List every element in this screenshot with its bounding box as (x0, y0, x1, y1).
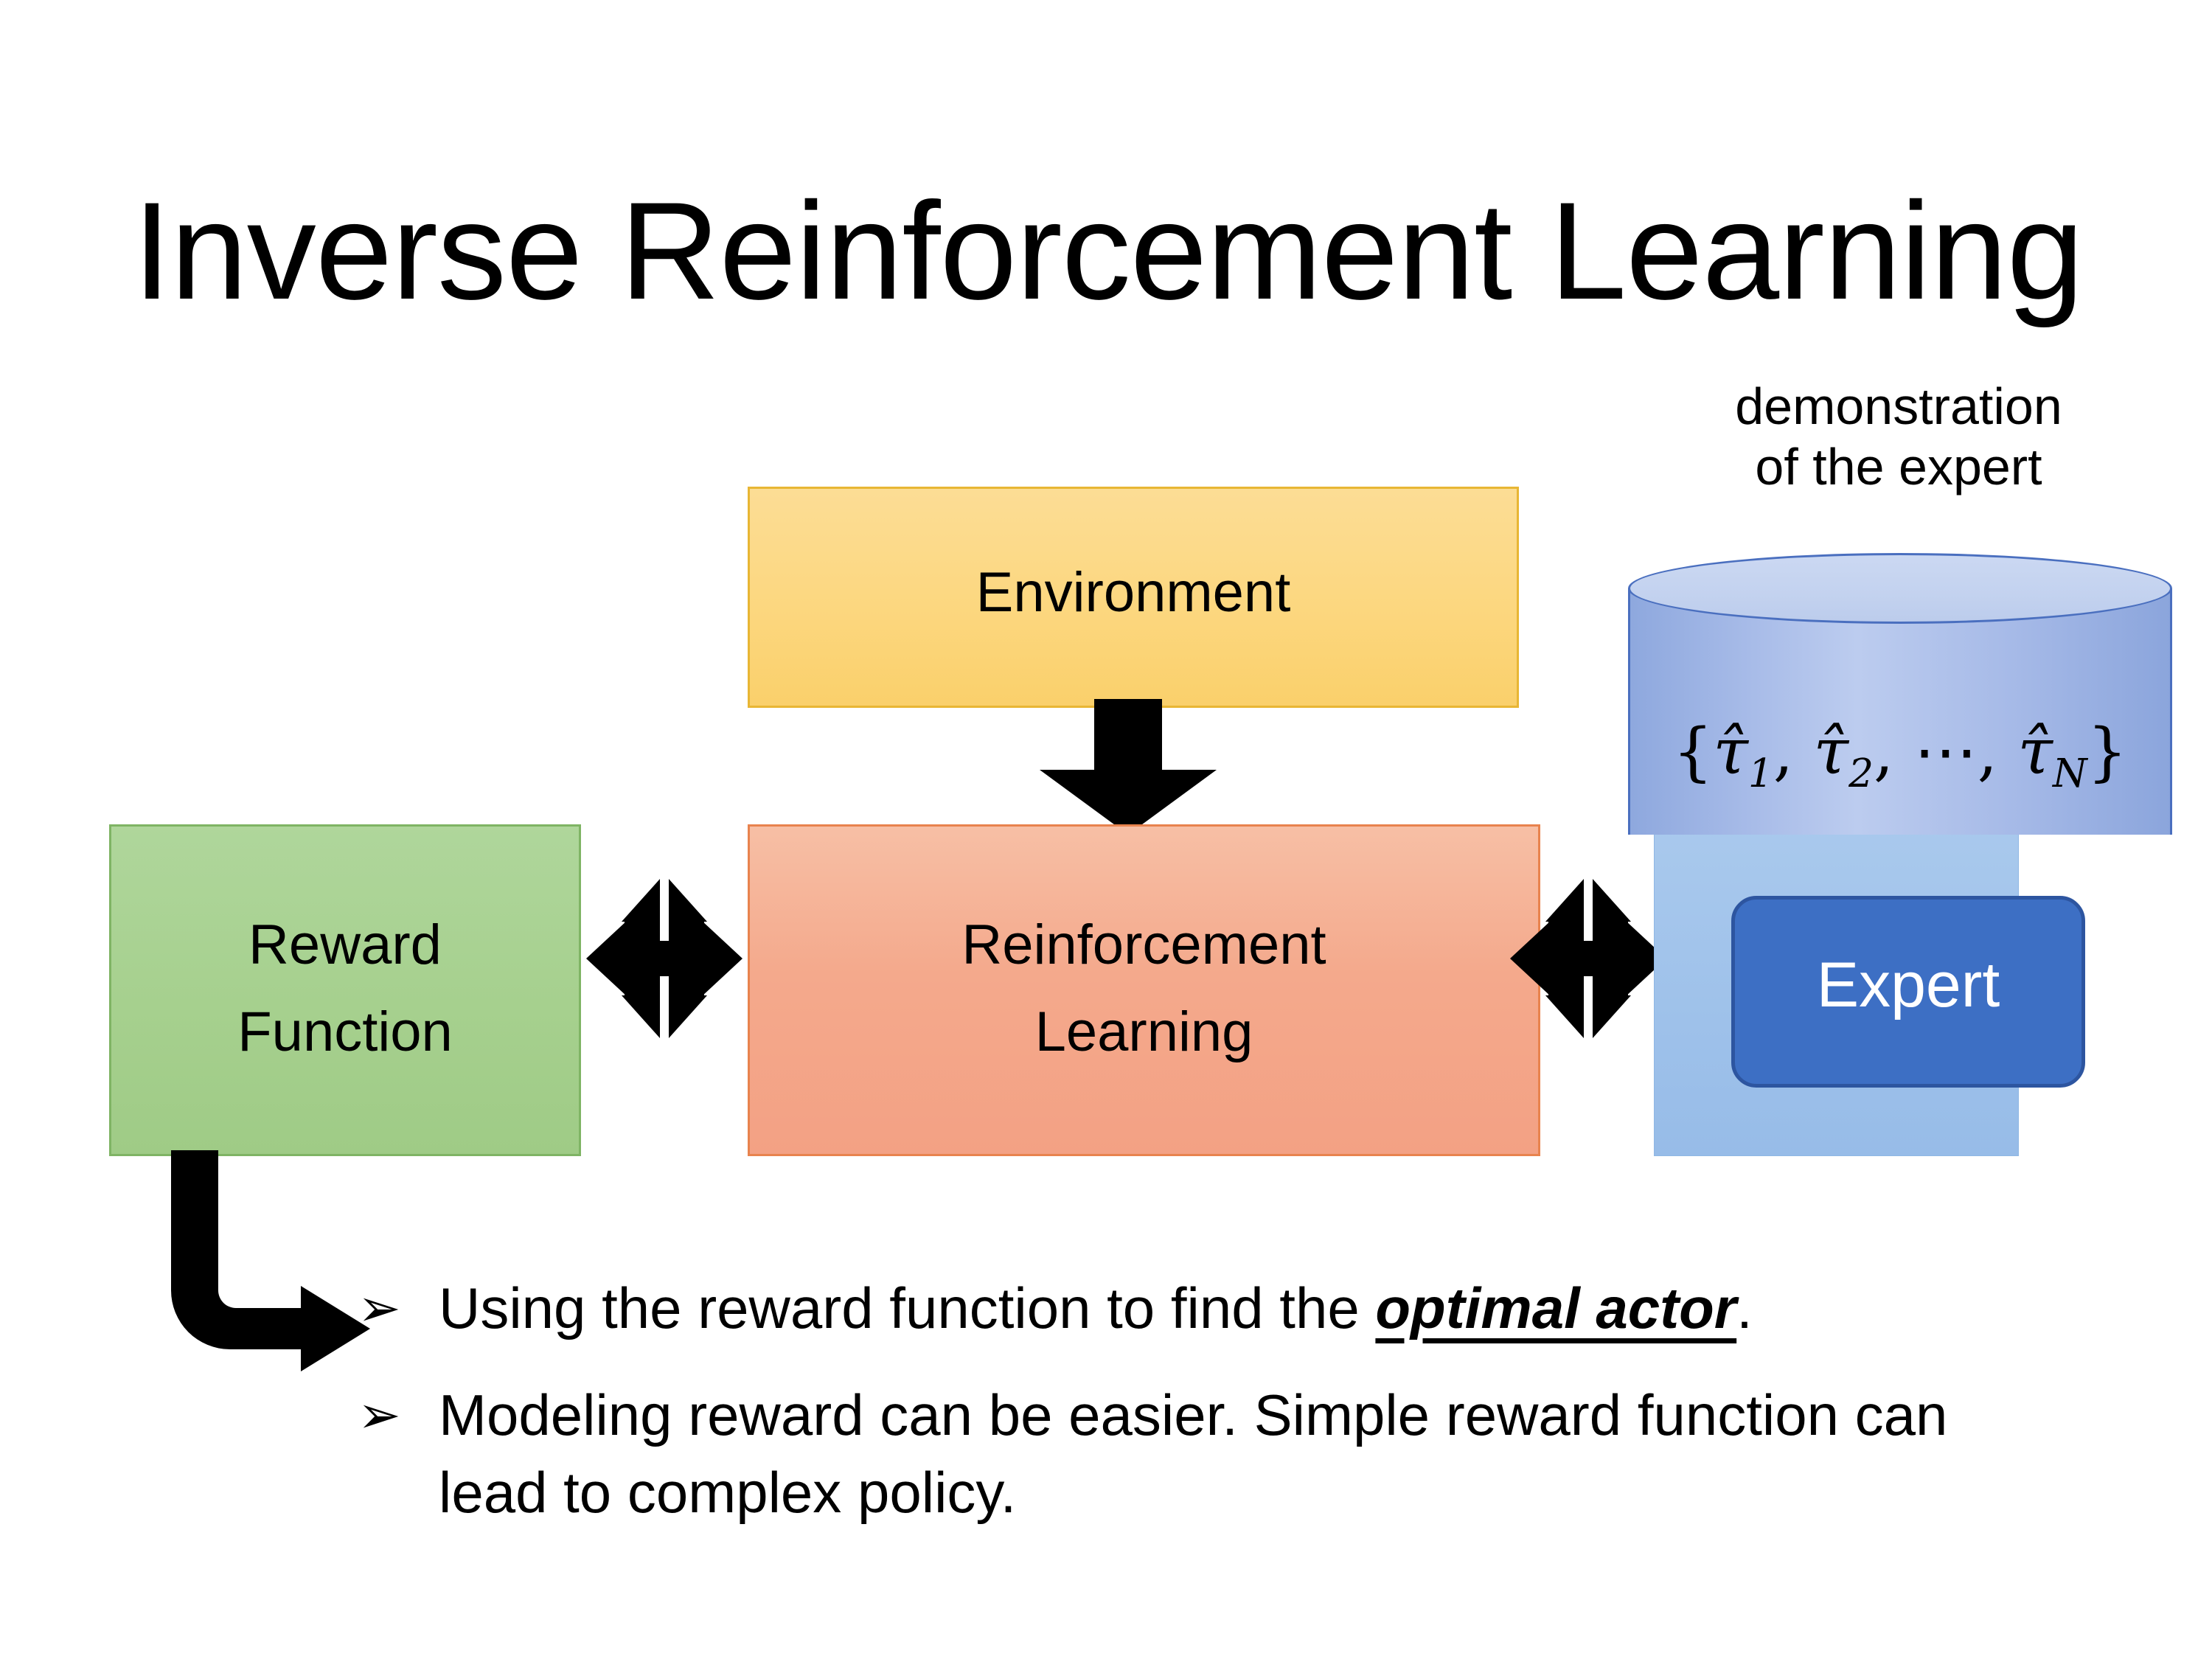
cylinder-top-ellipse (1628, 553, 2172, 624)
formula-sub-1: 1 (1747, 751, 1773, 797)
formula-close-brace: } (2087, 715, 2128, 789)
trajectory-set-formula: {τ̂1, τ̂2, ⋯, τ̂N} (1628, 717, 2172, 809)
bullet-arrow-icon: ➢ (358, 1279, 401, 1337)
formula-tau-2: τ̂ (1813, 715, 1849, 789)
reinforcement-learning-box[interactable]: Reinforcement Learning (748, 824, 1540, 1156)
formula-sep-3: , (1977, 715, 2018, 789)
list-item: ➢ Modeling reward can be easier. Simple r… (358, 1377, 2053, 1531)
reinforcement-learning-label: Reinforcement Learning (961, 914, 1326, 1063)
formula-ellipsis: ⋯ (1913, 715, 1978, 789)
list-item: ➢ Using the reward function to find the o… (358, 1270, 2053, 1347)
page-title: Inverse Reinforcement Learning (133, 173, 2084, 328)
environment-label: Environment (975, 561, 1291, 624)
reward-function-box[interactable]: Reward Function (109, 824, 581, 1156)
bidirectional-quad-arrow-icon (586, 879, 742, 1038)
formula-tau-1: τ̂ (1713, 715, 1748, 789)
formula-sub-n: N (2052, 751, 2087, 797)
cylinder-body (1628, 588, 2172, 835)
formula-open-brace: { (1672, 715, 1714, 789)
environment-box[interactable]: Environment (748, 487, 1519, 708)
formula-sub-2: 2 (1848, 751, 1874, 797)
bullet-arrow-icon: ➢ (358, 1386, 401, 1444)
notes-list: ➢ Using the reward function to find the o… (358, 1270, 2053, 1531)
bent-elbow-arrow-icon (171, 1150, 370, 1371)
bullet-1-emphasis: optimal actor (1375, 1276, 1737, 1340)
bullet-2-text-before: Modeling reward can be easier. Simple re… (439, 1382, 1948, 1525)
expert-box[interactable]: Expert (1731, 896, 2085, 1088)
demonstration-caption: demonstration of the expert (1735, 378, 2062, 495)
formula-sep-2: , (1874, 715, 1914, 789)
formula-tau-n: τ̂ (2017, 715, 2053, 789)
reward-function-label: Reward Function (237, 914, 453, 1063)
down-arrow-icon (1040, 699, 1217, 835)
demonstration-cylinder[interactable]: {τ̂1, τ̂2, ⋯, τ̂N} (1628, 553, 2172, 870)
expert-label: Expert (1816, 950, 2000, 1020)
bullet-1-text-after: . (1736, 1276, 1753, 1340)
bidirectional-quad-arrow-icon (1510, 879, 1666, 1038)
formula-sep-1: , (1773, 715, 1814, 789)
bullet-1-text-before: Using the reward function to find the (439, 1276, 1376, 1340)
